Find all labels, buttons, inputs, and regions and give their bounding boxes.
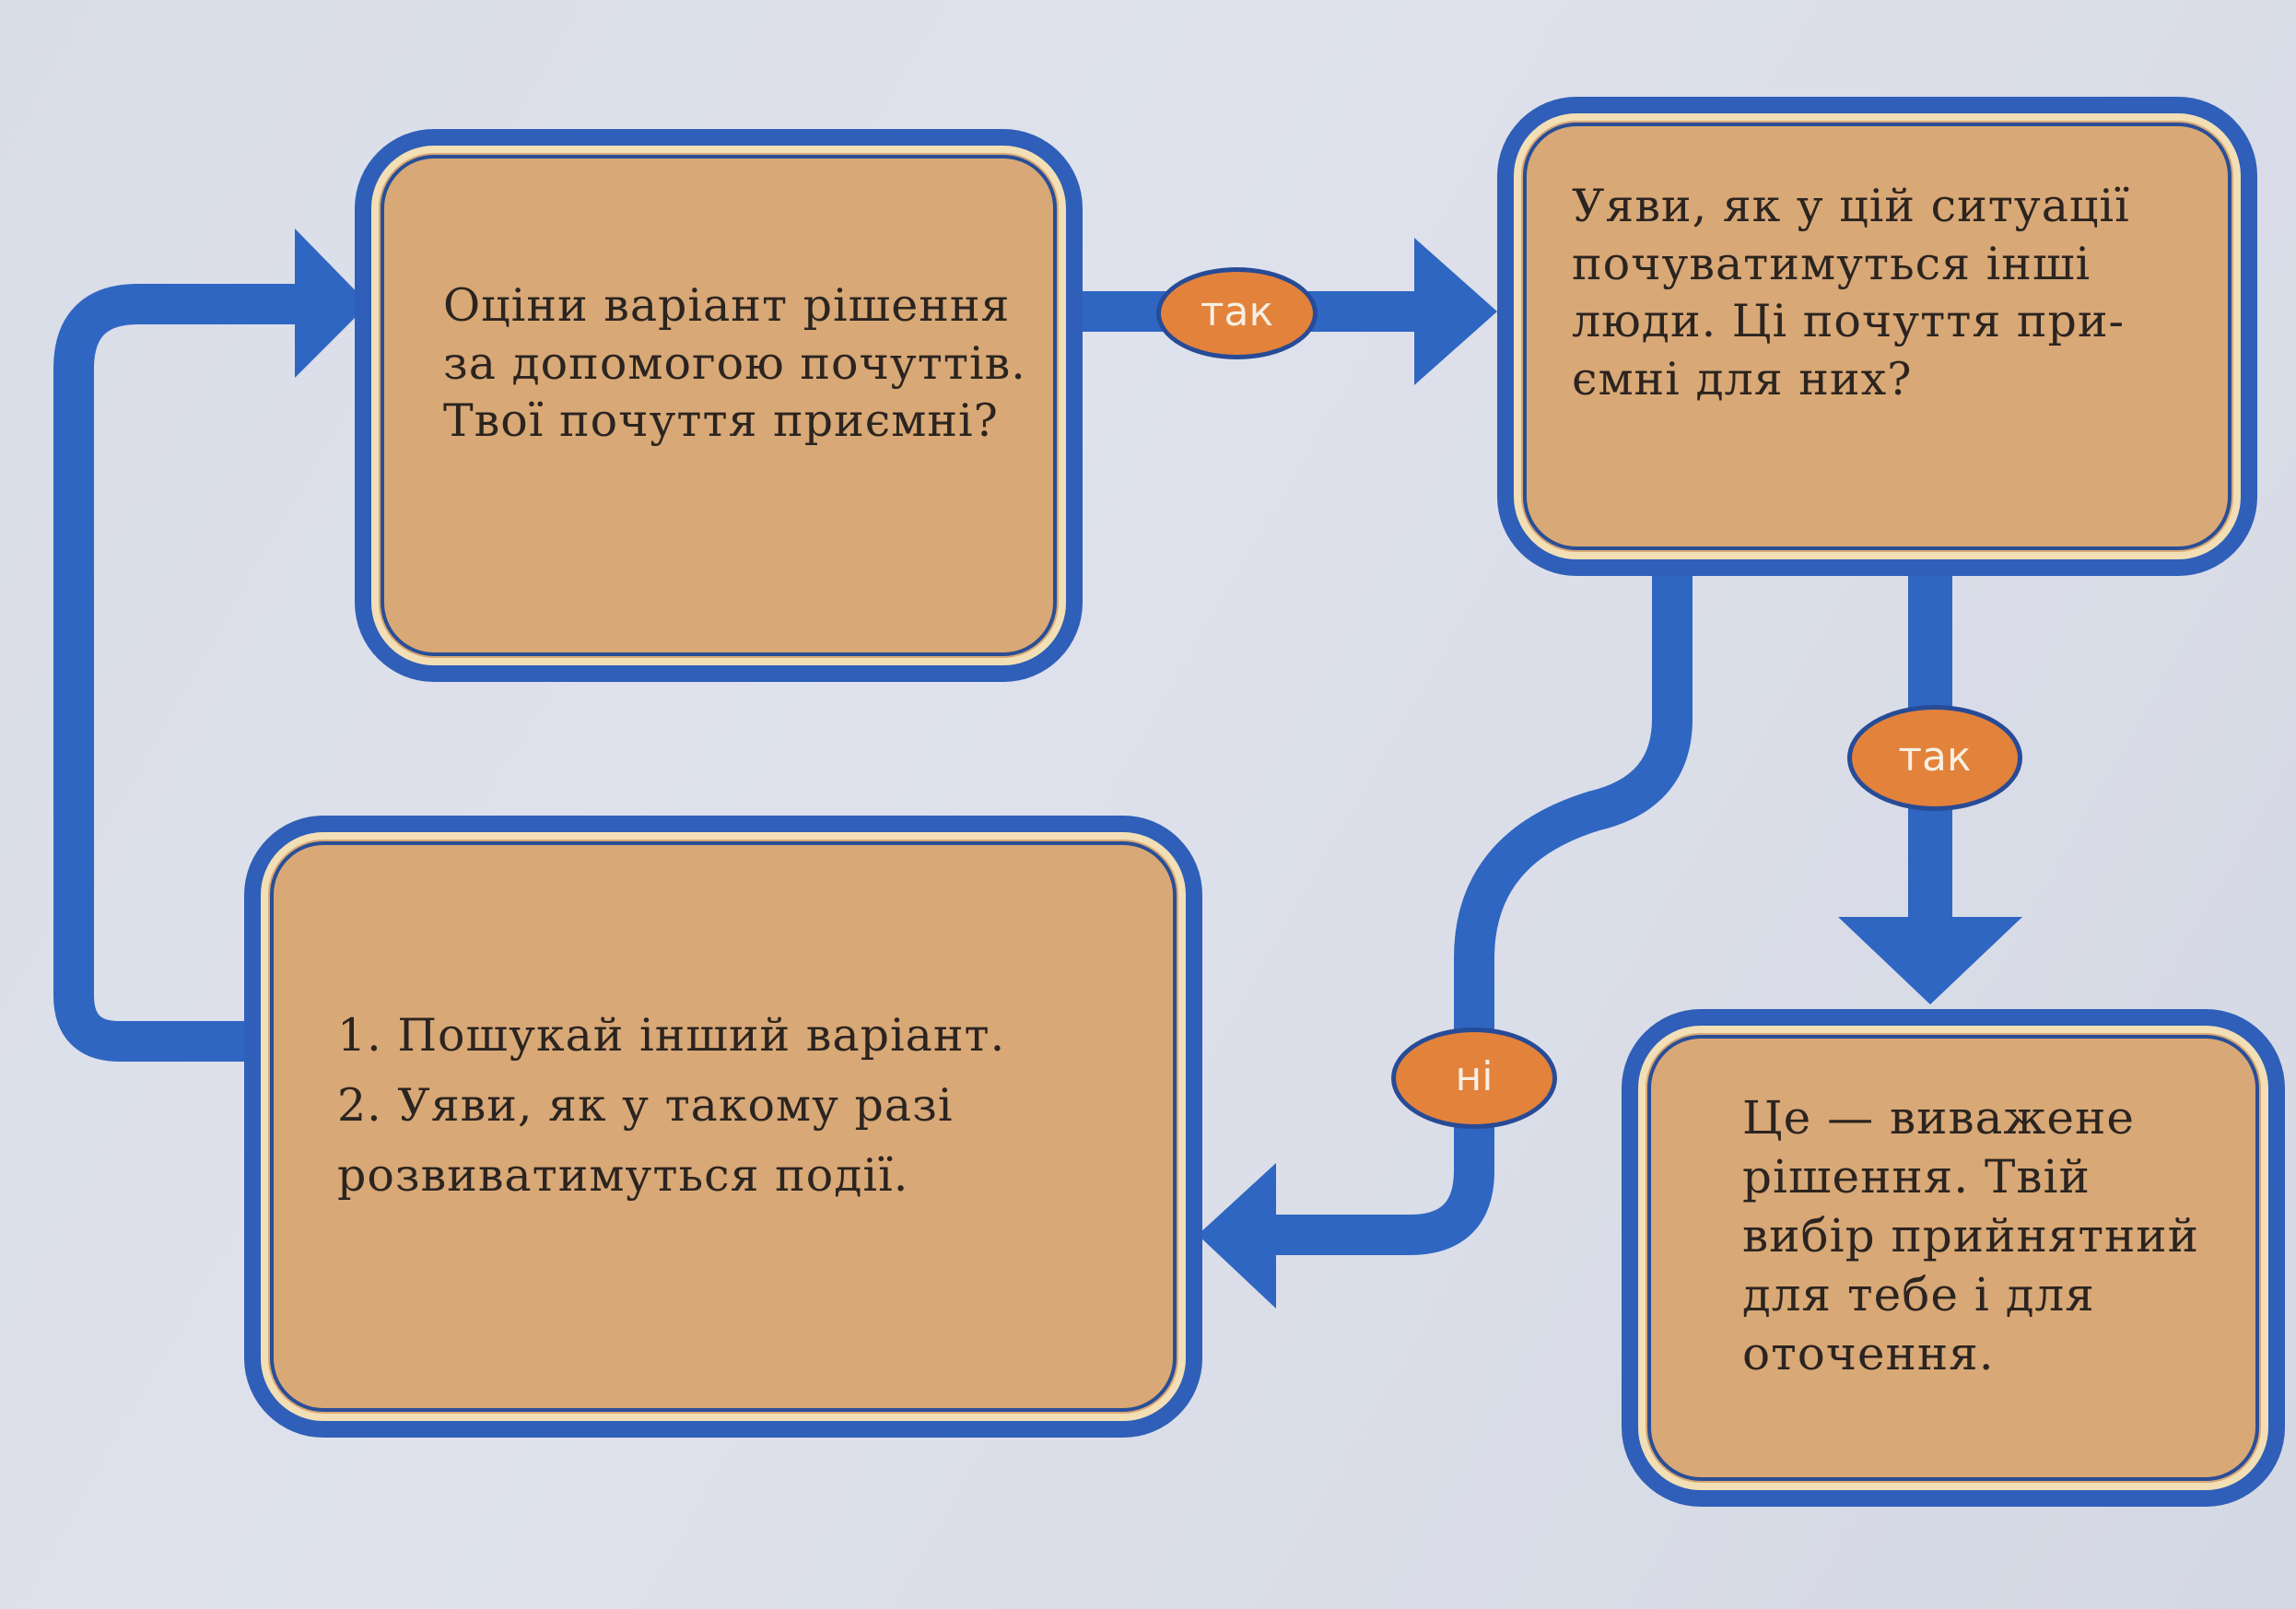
arrowhead-into-evaluate [295, 229, 369, 378]
node-imagine-panel: Уяви, як у цій ситуації почуватимуться і… [1514, 113, 2241, 559]
node-imagine: Уяви, як у цій ситуації почуватимуться і… [1497, 97, 2257, 576]
node-evaluate-panel: Оціни варіант рішення за допомогою почут… [371, 146, 1066, 665]
arrowhead-into-search [1198, 1163, 1276, 1309]
node-decision-text: Це — виважене рішення. Твій вибір прийня… [1742, 1091, 2199, 1380]
node-decision-panel: Це — виважене рішення. Твій вибір прийня… [1638, 1026, 2268, 1490]
arrowhead-into-imagine [1414, 238, 1497, 385]
edge-label-evaluate-to-imagine: так [1156, 267, 1318, 359]
node-evaluate: Оціни варіант рішення за допомогою почут… [355, 129, 1083, 682]
node-search-panel: 1. Пошукай інший варіант. 2. Уяви, як у … [261, 832, 1186, 1421]
node-imagine-text: Уяви, як у цій ситуації почуватимуться і… [1572, 180, 2130, 406]
connector-search-to-evaluate [53, 284, 304, 1062]
connector-imagine-to-search [1262, 553, 1693, 1255]
edge-label-imagine-to-decision: так [1847, 705, 2022, 811]
node-search-text: 1. Пошукай інший варіант. 2. Уяви, як у … [337, 1009, 1006, 1202]
node-evaluate-text: Оціни варіант рішення за допомогою почут… [443, 279, 1026, 448]
edge-label-imagine-to-search: ні [1391, 1028, 1557, 1129]
arrowhead-into-decision [1838, 917, 2022, 1004]
node-decision: Це — виважене рішення. Твій вибір прийня… [1622, 1009, 2285, 1507]
node-search: 1. Пошукай інший варіант. 2. Уяви, як у … [244, 816, 1202, 1438]
